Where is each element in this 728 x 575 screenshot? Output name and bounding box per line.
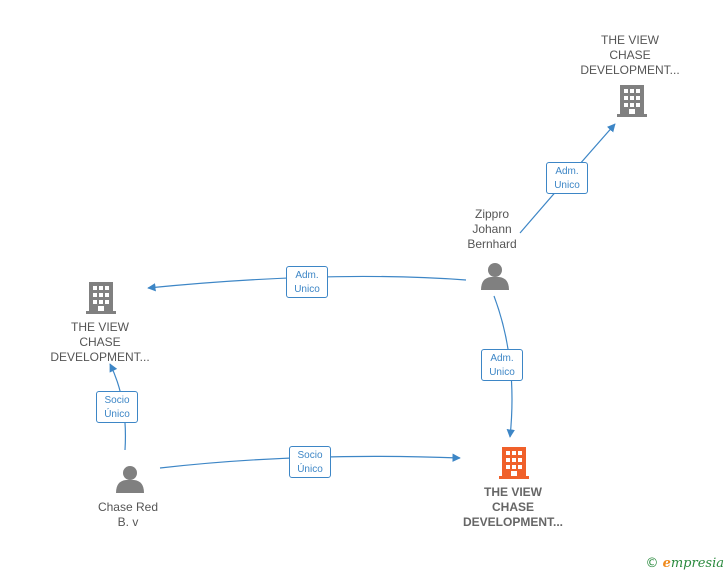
- person-icon[interactable]: [481, 263, 509, 290]
- node-label-person-zippro[interactable]: Zippro Johann Bernhard: [467, 207, 517, 251]
- copyright-icon: ©: [645, 556, 659, 571]
- node-label-company-left[interactable]: THE VIEW CHASE DEVELOPMENT...: [50, 320, 150, 364]
- building-icon[interactable]: [86, 282, 116, 314]
- edge-label-chase-to-left[interactable]: Socio Único: [96, 391, 138, 423]
- edge-label-chase-to-main[interactable]: Socio Único: [289, 446, 331, 478]
- building-icon-main[interactable]: [499, 447, 529, 479]
- node-label-company-main[interactable]: THE VIEW CHASE DEVELOPMENT...: [462, 485, 563, 529]
- edge-label-zippro-to-top[interactable]: Adm. Unico: [546, 162, 588, 194]
- person-icon[interactable]: [116, 466, 144, 493]
- edge-label-zippro-to-main[interactable]: Adm. Unico: [481, 349, 523, 381]
- node-label-person-chase[interactable]: Chase Red B. v: [97, 500, 159, 529]
- empresia-logo[interactable]: © empresia: [645, 556, 724, 571]
- building-icon[interactable]: [617, 85, 647, 117]
- edge-label-zippro-to-left[interactable]: Adm. Unico: [286, 266, 328, 298]
- node-label-company-top[interactable]: THE VIEW CHASE DEVELOPMENT...: [580, 33, 680, 77]
